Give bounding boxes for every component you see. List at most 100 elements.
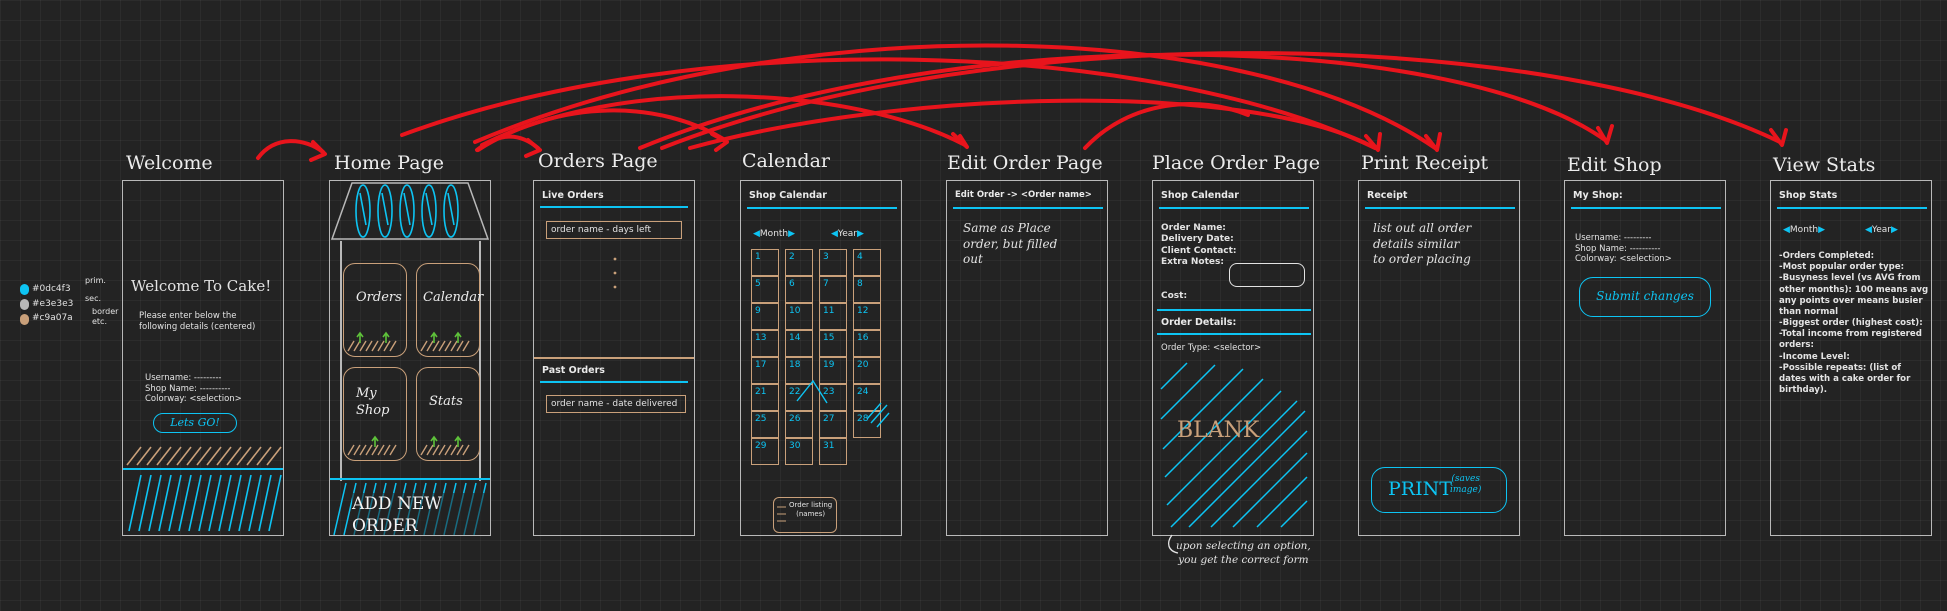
calendar-divider [747, 207, 897, 209]
order-listing-popup[interactable]: Order listing (names) [773, 497, 837, 533]
tile-calendar-label: Calendar [423, 290, 484, 305]
calendar-day-cell[interactable]: 20 [853, 357, 881, 384]
calendar-day-cell[interactable]: 12 [853, 303, 881, 330]
details-top-divider [1157, 309, 1311, 311]
popup-pointer [796, 379, 890, 428]
title-place-order: Place Order Page [1152, 152, 1320, 174]
calendar-day-cell[interactable]: 9 [751, 303, 779, 330]
arrowhead-viewstats [1769, 128, 1788, 147]
submit-changes-button[interactable]: Submit changes [1579, 277, 1711, 317]
arrow-editorder-placeorder [1083, 101, 1250, 150]
prev-year-icon[interactable]: ◀ [831, 229, 838, 239]
year-selector[interactable]: ◀Year▶ [831, 229, 864, 239]
arrow-home-orders [475, 134, 540, 152]
past-orders-divider [540, 381, 688, 383]
stats-year-label: Year [1871, 225, 1891, 235]
calendar-day-cell[interactable]: 30 [785, 438, 813, 465]
calendar-day-cell[interactable]: 29 [751, 438, 779, 465]
storefront-pillar-right [479, 241, 481, 481]
calendar-day-cell[interactable]: 31 [819, 438, 847, 465]
calendar-day-cell[interactable]: 13 [751, 330, 779, 357]
welcome-instructions: Please enter below the following details… [139, 311, 256, 332]
calendar-day-cell[interactable]: 8 [853, 276, 881, 303]
calendar-day-cell[interactable]: 21 [751, 384, 779, 411]
stats-month-selector[interactable]: ◀Month▶ [1783, 225, 1825, 235]
caption-arrow [1167, 534, 1179, 554]
tile-calendar[interactable]: Calendar [416, 263, 484, 357]
more-items-dots [613, 257, 617, 289]
calendar-day-cell[interactable]: 17 [751, 357, 779, 384]
order-type-selector[interactable]: Order Type: <selector> [1161, 343, 1262, 353]
arrow-calendar-placeorder [688, 98, 1377, 150]
month-selector[interactable]: ◀Month▶ [753, 229, 795, 239]
tile-orders[interactable]: Orders [343, 263, 407, 357]
calendar-day-cell[interactable]: 10 [785, 303, 813, 330]
calendar-day-cell[interactable]: 3 [819, 249, 847, 276]
year-label: Year [837, 229, 857, 239]
frame-home: Orders Calendar My Shop Stats ADD NEW OR… [329, 180, 491, 536]
stats-prev-year-icon[interactable]: ◀ [1865, 225, 1872, 235]
title-orders: Orders Page [538, 150, 658, 172]
calendar-day-cell[interactable]: 19 [819, 357, 847, 384]
calendar-day-cell[interactable]: 18 [785, 357, 813, 384]
calendar-day-cell[interactable]: 11 [819, 303, 847, 330]
tile-stats[interactable]: Stats [416, 367, 480, 461]
past-orders-header: Past Orders [542, 365, 605, 376]
my-shop-divider [1571, 207, 1721, 209]
cost-label: Cost: [1161, 291, 1188, 301]
calendar-day-cell[interactable]: 25 [751, 411, 779, 438]
edit-order-header: Edit Order -> <Order name> [955, 190, 1092, 200]
prev-month-icon[interactable]: ◀ [753, 229, 760, 239]
calendar-day-cell[interactable]: 24 [853, 384, 881, 411]
stats-prev-month-icon[interactable]: ◀ [1783, 225, 1790, 235]
calendar-day-cell[interactable]: 16 [853, 330, 881, 357]
legend-note-secondary: sec. [85, 294, 102, 303]
calendar-day-cell[interactable]: 22 [785, 384, 813, 411]
title-print-receipt: Print Receipt [1361, 152, 1489, 174]
frame-print-receipt: Receipt list out all order details simil… [1358, 180, 1520, 536]
shop-stats-header: Shop Stats [1779, 190, 1838, 201]
calendar-day-cell[interactable]: 2 [785, 249, 813, 276]
calendar-day-cell[interactable]: 28 [853, 411, 881, 438]
frame-edit-order: Edit Order -> <Order name> Same as Place… [946, 180, 1108, 536]
order-listing-text: Order listing (names) [789, 501, 833, 518]
past-order-item[interactable]: order name - date delivered [546, 395, 686, 413]
calendar-day-cell[interactable]: 15 [819, 330, 847, 357]
legend-note-primary: prim. [85, 276, 106, 285]
calendar-day-cell[interactable]: 14 [785, 330, 813, 357]
next-month-icon[interactable]: ▶ [788, 229, 796, 239]
calendar-day-cell[interactable]: 23 [819, 384, 847, 411]
print-button-label: PRINT [1388, 478, 1452, 500]
calendar-day-cell[interactable]: 5 [751, 276, 779, 303]
edit-order-note: Same as Place order, but filled out [963, 221, 1058, 267]
title-home: Home Page [334, 152, 444, 174]
place-order-divider [1159, 207, 1309, 209]
next-year-icon[interactable]: ▶ [856, 229, 864, 239]
tile-my-shop[interactable]: My Shop [343, 367, 407, 461]
stats-next-year-icon[interactable]: ▶ [1890, 225, 1898, 235]
extra-notes-input[interactable] [1229, 263, 1305, 287]
calendar-day-cell[interactable]: 7 [819, 276, 847, 303]
frame-edit-shop: My Shop: Username: --------- Shop Name: … [1564, 180, 1726, 536]
calendar-day-cell[interactable]: 26 [785, 411, 813, 438]
title-calendar: Calendar [742, 150, 830, 172]
welcome-fields: Username: --------- Shop Name: ---------… [145, 373, 242, 405]
calendar-day-cell[interactable]: 6 [785, 276, 813, 303]
tile-my-shop-label: My Shop [356, 386, 390, 418]
print-button[interactable]: PRINT (saves image) [1371, 467, 1507, 513]
calendar-day-cell[interactable]: 27 [819, 411, 847, 438]
add-new-order-button[interactable]: ADD NEW ORDER [352, 493, 490, 535]
calendar-day-cell[interactable]: 4 [853, 249, 881, 276]
frame-place-order: Shop Calendar Order Name: Delivery Date:… [1152, 180, 1314, 536]
frame-welcome: Welcome To Cake! Please enter below the … [122, 180, 284, 536]
arrowhead-printreceipt [1424, 132, 1442, 152]
welcome-heading: Welcome To Cake! [131, 277, 272, 295]
stats-year-selector[interactable]: ◀Year▶ [1865, 225, 1898, 235]
arrow-home-placeorder [400, 57, 1377, 150]
live-order-item[interactable]: order name - days left [546, 221, 682, 239]
receipt-divider [1365, 207, 1515, 209]
lets-go-button[interactable]: Lets GO! [153, 413, 237, 433]
stats-next-month-icon[interactable]: ▶ [1818, 225, 1826, 235]
list-icon [777, 506, 786, 522]
calendar-day-cell[interactable]: 1 [751, 249, 779, 276]
